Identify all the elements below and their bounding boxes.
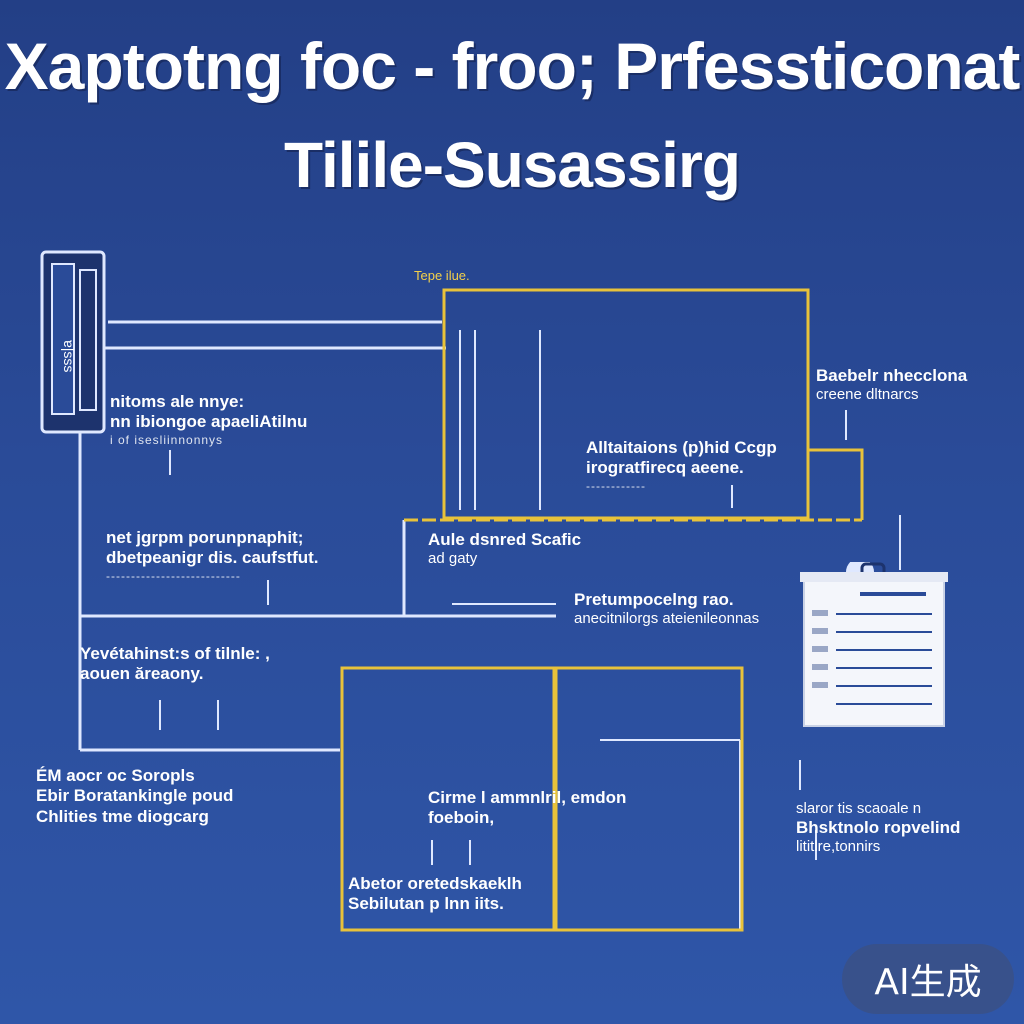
- pre-block-label: Pretumpocelng rao. anecitnilorgs ateieni…: [574, 590, 760, 628]
- box-right-step: [808, 448, 864, 520]
- bottom-left-block: ÉM aocr oc Soropls Ebir Boratankingle po…: [36, 766, 234, 826]
- right-top-label: Baebelr nhecclona creene dltnarcs: [816, 366, 968, 404]
- bottom-center-label-1: Cirme l ammnlril, emdon foeboin,: [428, 788, 627, 828]
- top-tag-label: Tepe ilue.: [414, 268, 470, 283]
- white-connectors: [78, 320, 901, 930]
- title-line-2: Tilile-Susassirg: [284, 129, 741, 201]
- device-label: ɐ|sss: [61, 340, 77, 372]
- yellow-boxes: [340, 288, 864, 932]
- title-line-1: Xaptotng foc - froo; Prfessticonat: [4, 29, 1021, 103]
- bottom-right-label: slaror tis scaoale n Bhsktnolo ropvelind…: [796, 800, 961, 856]
- bottom-center-label-2: Abetor oretedskaeklh Sebilutan p lnn iit…: [348, 874, 522, 914]
- left-block-1: nitoms ale nnye: nn ibiongoe apaeliAtiln…: [110, 392, 308, 447]
- left-block-2: net jgrpm porunpnaphit; dbetpeanigr dis.…: [106, 528, 319, 583]
- arrow-marks: [159, 410, 847, 865]
- middle-label: Aule dsnred Scafic ad gaty: [428, 530, 582, 568]
- box-top-center: [442, 288, 810, 520]
- clipboard-icon: [800, 562, 948, 727]
- device-icon: ɐ|sss: [40, 250, 106, 434]
- ai-generated-badge: AI生成: [842, 944, 1014, 1014]
- left-block-3: Yevétahinst:s of tilnle: , aouen ăreaony…: [80, 644, 270, 684]
- center-box-label: Alltaitaions (p)hid Ccgp irogratfirecq a…: [586, 438, 777, 493]
